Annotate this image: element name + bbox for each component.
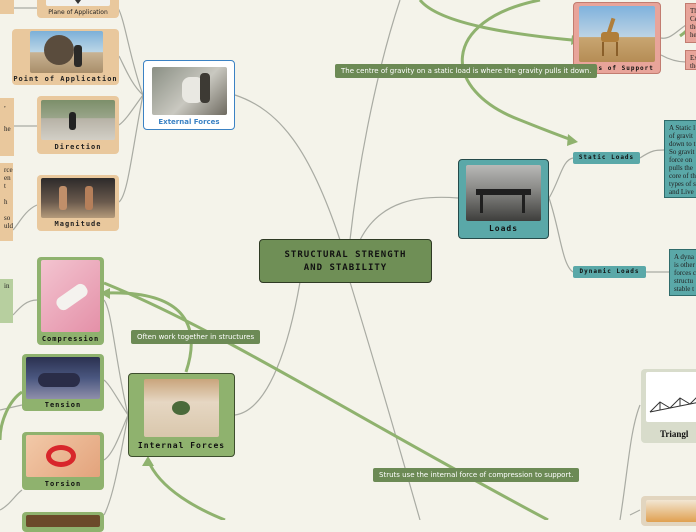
triangle-node[interactable]: Triangl: [641, 369, 696, 443]
static-loads-text: A Static l of gravit down to t So gravit…: [664, 120, 696, 198]
truss-icon: [649, 397, 696, 413]
magnitude-image: [41, 178, 115, 218]
external-forces-title: External Forces: [158, 118, 220, 126]
external-forces-node[interactable]: External Forces: [143, 60, 235, 130]
triangle-bottom-image: [646, 500, 696, 522]
triangle-label: Triangl: [660, 429, 689, 439]
point-of-application-node[interactable]: Point of Application: [12, 29, 119, 85]
direction-node[interactable]: Direction: [37, 96, 119, 154]
internal-forces-node[interactable]: Internal Forces: [128, 373, 235, 457]
internal-bottom-image: [26, 515, 100, 527]
magnitude-label: Magnitude: [54, 220, 102, 228]
partial-text-he: he: [4, 125, 11, 133]
dynamic-loads-node[interactable]: Dynamic Loads: [573, 266, 646, 278]
plane-of-application-label: Plane of Application: [48, 9, 108, 16]
compression-image: [41, 260, 100, 332]
bases-of-support-node[interactable]: Bases of Support: [573, 2, 661, 74]
external-partial-text-2: , he: [0, 98, 14, 156]
bases-of-support-text-1: Th Ce the he: [685, 3, 696, 43]
link-central-top: [349, 0, 401, 241]
static-loads-node[interactable]: Static Loads: [573, 152, 640, 164]
partial-text-en: en: [4, 174, 11, 182]
direction-label: Direction: [54, 143, 102, 151]
external-forces-image: [152, 67, 227, 115]
tension-image: [26, 357, 100, 399]
compression-label: Compression: [41, 335, 100, 343]
link-central-bottom: [349, 281, 421, 520]
tension-label: Tension: [44, 401, 82, 409]
link-central-external: [234, 94, 341, 241]
partial-text-uld: uld: [4, 222, 13, 230]
internal-forces-image: [144, 379, 219, 437]
triangle-image: [646, 372, 696, 422]
loads-node[interactable]: Loads: [458, 159, 549, 239]
direction-image: [41, 100, 115, 140]
external-partial-text-1: [0, 0, 14, 14]
dynamic-loads-label: Dynamic Loads: [579, 268, 640, 275]
dynamic-loads-text: A dyna is other forces c structu stable …: [669, 249, 696, 296]
plane-of-application-image: [46, 0, 110, 6]
internal-partial-text: in: [0, 279, 13, 323]
partial-text-in: in: [4, 282, 10, 290]
bases-of-support-image: [579, 6, 655, 62]
link-central-loads: [359, 196, 459, 241]
torsion-image: [26, 435, 100, 477]
link-central-internal: [234, 281, 301, 416]
together-callout[interactable]: Often work together in structures: [131, 330, 261, 344]
gravity-callout[interactable]: The centre of gravity on a static load i…: [335, 64, 598, 78]
external-partial-text-3: rce en t h so uld: [0, 163, 13, 241]
partial-text-comma: ,: [4, 101, 6, 109]
internal-bottom-node[interactable]: [22, 512, 104, 532]
compression-node[interactable]: Compression: [37, 257, 104, 345]
central-title-line2: AND STABILITY: [303, 263, 388, 273]
partial-text-h: h: [4, 198, 8, 206]
magnitude-node[interactable]: Magnitude: [37, 175, 119, 231]
torsion-label: Torsion: [44, 480, 82, 488]
partial-text-so: so: [4, 214, 11, 222]
partial-text-rce: rce: [4, 166, 13, 174]
static-loads-label: Static Loads: [578, 154, 635, 161]
bases-of-support-label: Bases of Support: [580, 65, 654, 72]
loads-title: Loads: [488, 224, 519, 233]
struts-callout[interactable]: Struts use the internal force of compres…: [373, 468, 580, 482]
loads-image: [466, 165, 541, 221]
torsion-node[interactable]: Torsion: [22, 432, 104, 490]
bases-of-support-text-2: Ex the: [685, 50, 696, 70]
plane-of-application-node[interactable]: Plane of Application: [37, 0, 119, 18]
tension-node[interactable]: Tension: [22, 354, 104, 411]
internal-forces-title: Internal Forces: [137, 441, 226, 450]
central-topic[interactable]: STRUCTURAL STRENGTH AND STABILITY: [259, 239, 432, 283]
partial-text-t: t: [4, 182, 6, 190]
central-title-line1: STRUCTURAL STRENGTH: [284, 250, 407, 260]
point-of-application-label: Point of Application: [13, 75, 118, 83]
triangle-bottom-node[interactable]: [641, 496, 696, 526]
point-of-application-image: [30, 31, 103, 73]
